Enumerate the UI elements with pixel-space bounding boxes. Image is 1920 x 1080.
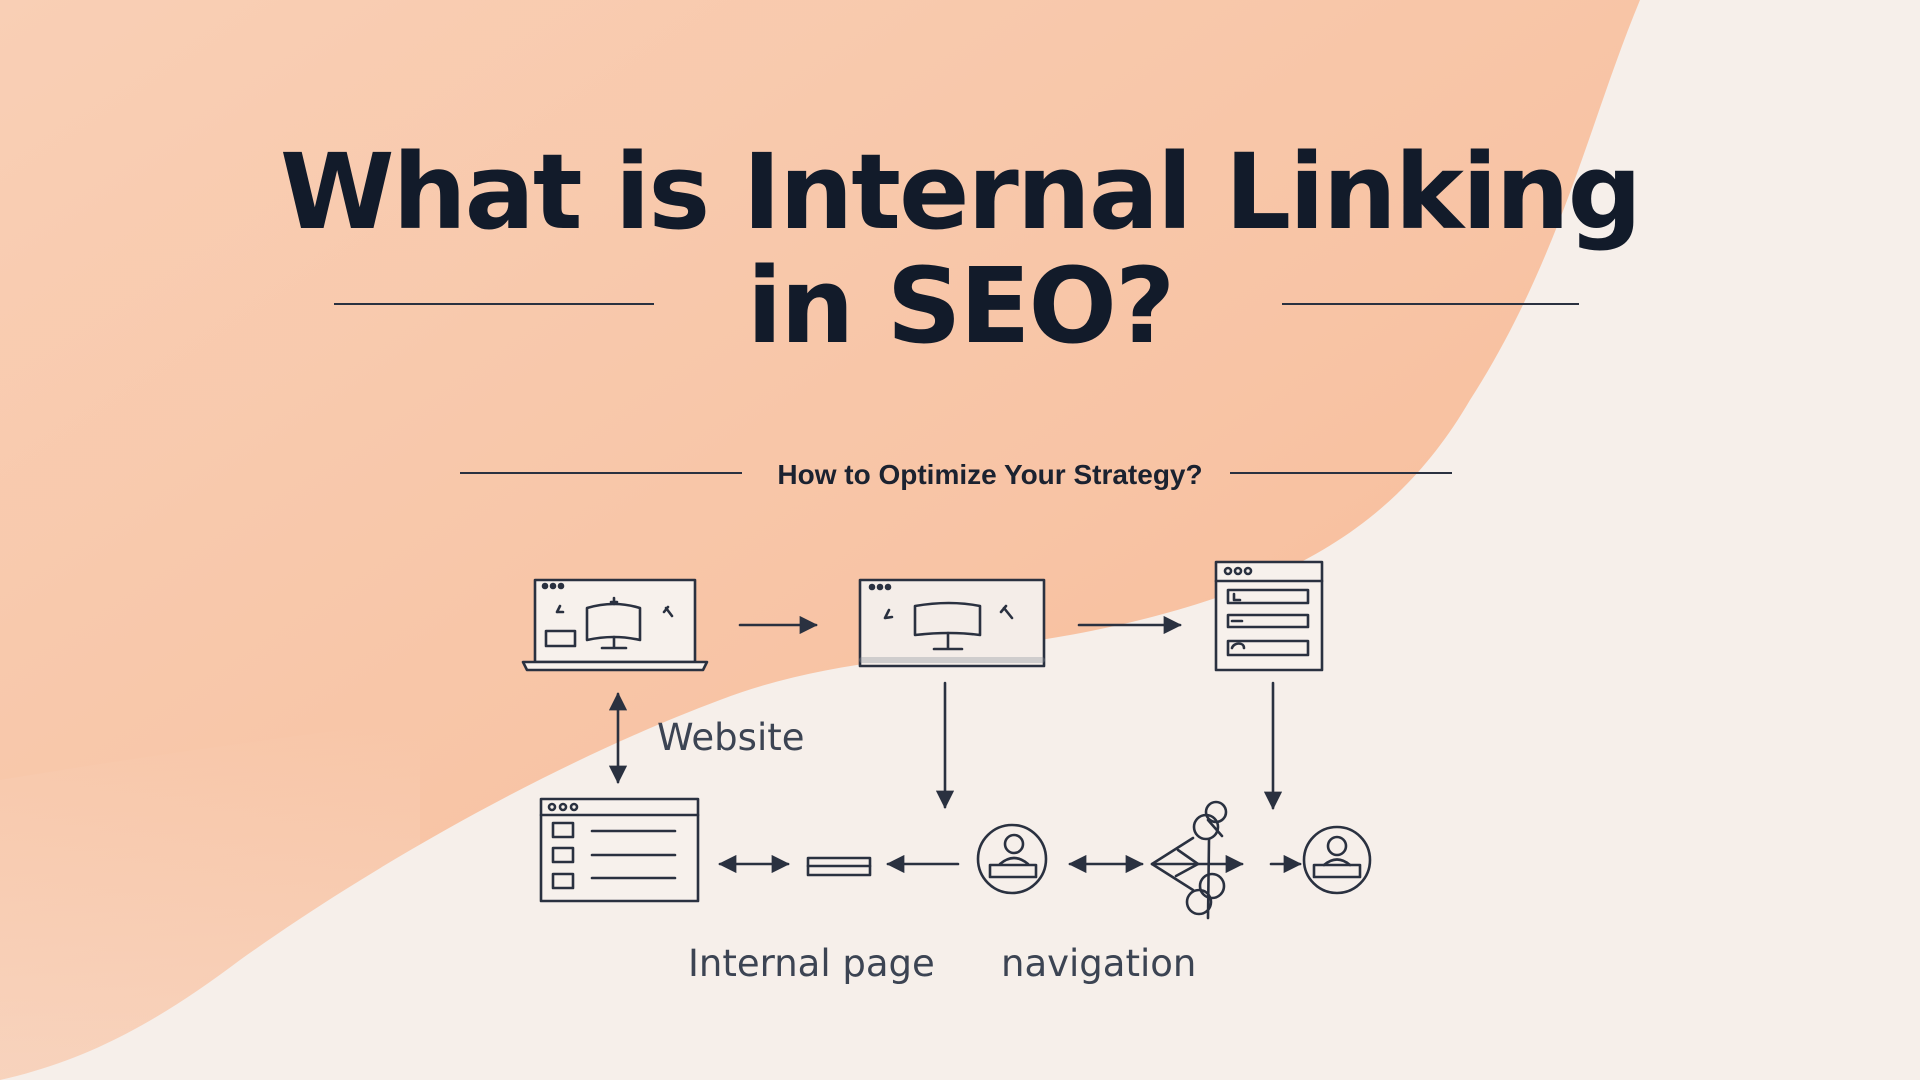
- laptop-icon: [523, 580, 707, 670]
- document-list-icon: [1216, 562, 1322, 670]
- link-bar-icon: [808, 858, 870, 875]
- label-website: Website: [657, 716, 805, 759]
- title-rule-right: [1282, 303, 1579, 305]
- subtitle-rule-right: [1230, 472, 1452, 474]
- subtitle-rule-left: [460, 472, 742, 474]
- label-internal-page: Internal page: [688, 942, 935, 985]
- title-rule-left: [334, 303, 654, 305]
- page-title-line-2: in SEO?: [746, 245, 1176, 367]
- network-nodes-icon: [1152, 802, 1244, 918]
- user-circle-icon: [978, 825, 1046, 893]
- user-circle-icon-right: [1304, 827, 1370, 893]
- subtitle: How to Optimize Your Strategy?: [777, 459, 1203, 490]
- label-navigation: navigation: [1001, 942, 1197, 985]
- page-title-line-1: What is Internal Linking: [279, 131, 1642, 253]
- arrows: [608, 615, 1302, 874]
- page-list-icon: [541, 799, 698, 901]
- browser-window-icon: [860, 580, 1044, 666]
